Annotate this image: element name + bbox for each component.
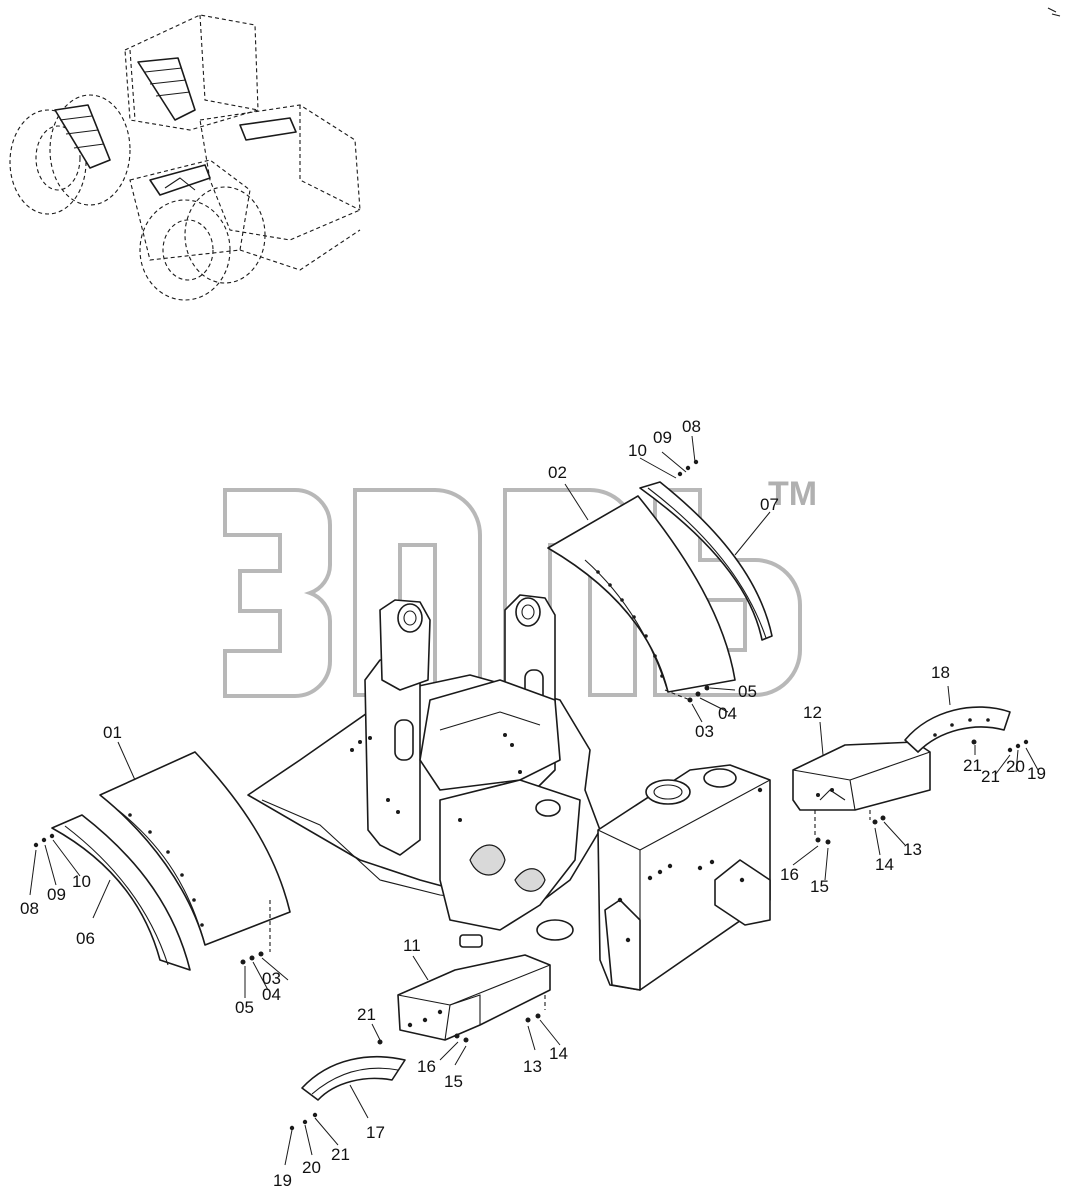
- callout-14: 14: [875, 855, 894, 874]
- callout-18: 18: [931, 663, 950, 682]
- inset-fender-rear: [54, 104, 111, 169]
- part-17-shield: [301, 1055, 406, 1101]
- part-06-fender-extension: [51, 814, 191, 971]
- inset-fender-front: [239, 117, 297, 141]
- callout-04: 04: [262, 985, 281, 1004]
- callout-19: 19: [273, 1171, 292, 1190]
- axle-housing: [597, 764, 771, 991]
- callout-21: 21: [331, 1145, 350, 1164]
- callout-14: 14: [549, 1044, 568, 1063]
- callout-16: 16: [780, 865, 799, 884]
- callout-21: 21: [357, 1005, 376, 1024]
- part-07-strip: [639, 481, 773, 641]
- callout-07: 07: [760, 495, 779, 514]
- part-18-shield: [904, 706, 1011, 753]
- part-12-step: [792, 741, 931, 811]
- callout-21: 21: [963, 756, 982, 775]
- assembly-lines: [269, 689, 871, 1010]
- corner-mark: [1047, 7, 1061, 17]
- inset-fender-cab: [137, 57, 196, 121]
- callout-08: 08: [20, 899, 39, 918]
- fasteners: [33, 459, 1029, 1131]
- part-01-fender: [99, 751, 291, 946]
- callout-17: 17: [366, 1123, 385, 1142]
- callout-12: 12: [803, 703, 822, 722]
- callout-09: 09: [47, 885, 66, 904]
- callout-13: 13: [903, 840, 922, 859]
- callout-13: 13: [523, 1057, 542, 1076]
- callout-20: 20: [302, 1158, 321, 1177]
- callout-04: 04: [718, 704, 737, 723]
- callout-01: 01: [103, 723, 122, 742]
- callout-10: 10: [628, 441, 647, 460]
- callout-03: 03: [262, 969, 281, 988]
- callout-11: 11: [403, 936, 421, 955]
- part-11-step: [397, 954, 551, 1041]
- callout-03: 03: [695, 722, 714, 741]
- callout-15: 15: [444, 1072, 463, 1091]
- callout-20: 20: [1006, 757, 1025, 776]
- part-02-fender: [547, 495, 736, 693]
- callout-10: 10: [72, 872, 91, 891]
- watermark-tm: TM: [768, 475, 817, 513]
- callout-09: 09: [653, 428, 672, 447]
- leader-lines: [29, 435, 1039, 1166]
- callout-05: 05: [235, 998, 254, 1017]
- callout-02: 02: [548, 463, 567, 482]
- inset-step: [149, 164, 211, 196]
- callout-15: 15: [810, 877, 829, 896]
- callout-06: 06: [76, 929, 95, 948]
- callout-16: 16: [417, 1057, 436, 1076]
- callout-08: 08: [682, 417, 701, 436]
- main-frame: [247, 594, 601, 948]
- tractor-location-inset: [9, 14, 361, 301]
- callout-21: 21: [981, 767, 1000, 786]
- callout-05: 05: [738, 682, 757, 701]
- callout-19: 19: [1027, 764, 1046, 783]
- callout-labels: 01 02 03 04 05 03 04 05 06 07 08 09 10 0…: [20, 417, 1046, 1190]
